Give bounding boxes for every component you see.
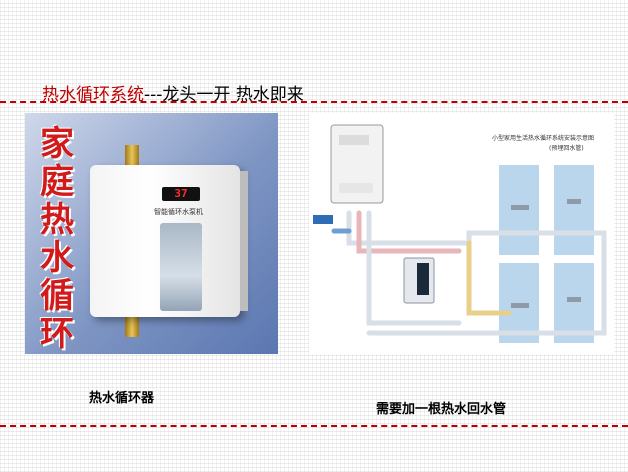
installation-diagram: 小型家用生活热水循环系统安装示意图 (预埋回水管) (309, 113, 614, 354)
slide-title-highlight: 热水循环系统 (42, 85, 144, 105)
bathroom-wall-top-icon (499, 165, 594, 255)
water-heater-icon (330, 124, 384, 204)
vertical-char: 庭 (40, 162, 74, 202)
caption-right: 需要加一根热水回水管 (376, 402, 507, 417)
outlet-pipe-icon (125, 315, 139, 337)
product-image: 家 庭 热 水 循 环 37 智能循环水泵机 (25, 113, 278, 354)
shower-icon (567, 199, 581, 302)
title-divider (0, 101, 628, 103)
slide-title: 热水循环系统---龙头一开 热水即来 (42, 80, 304, 105)
diagram-subtitle: (预埋回水管) (549, 145, 584, 152)
bottom-divider (0, 425, 628, 427)
display-value: 37 (174, 187, 188, 200)
vertical-char: 热 (40, 200, 74, 240)
vertical-char: 水 (40, 238, 74, 278)
slide-title-rest: ---龙头一开 热水即来 (144, 85, 304, 105)
diagram-svg (313, 124, 607, 343)
device-side (240, 171, 248, 311)
vertical-char: 家 (40, 124, 74, 164)
diagram-title: 小型家用生活热水循环系统安装示意图 (492, 135, 595, 142)
diagram-pump-icon (403, 257, 435, 304)
caption-left: 热水循环器 (89, 391, 155, 406)
vertical-char: 循 (40, 276, 74, 316)
device-label: 智能循环水泵机 (154, 208, 203, 216)
faucet-icon (511, 205, 529, 308)
vertical-char: 环 (40, 314, 74, 354)
device-window (160, 223, 202, 311)
product-vertical-text: 家 庭 热 水 循 环 (37, 125, 77, 353)
inlet-pipe-icon (125, 145, 139, 167)
device-display: 37 (162, 187, 200, 201)
pump-device-icon: 37 智能循环水泵机 (90, 165, 248, 317)
cold-water-inlet-icon (313, 215, 333, 224)
